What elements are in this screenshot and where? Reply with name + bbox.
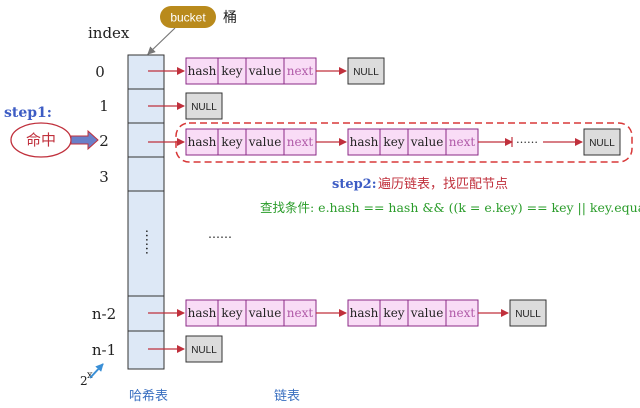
node-field-hash: hash	[188, 135, 217, 149]
power-arrow	[89, 363, 104, 379]
row-label: n-1	[92, 341, 116, 359]
hit-arrow	[70, 129, 99, 151]
node-field-hash: hash	[188, 64, 217, 78]
node-field-hash: hash	[350, 306, 379, 320]
node-field-value: value	[248, 135, 282, 149]
step2-label: step2:	[332, 177, 377, 192]
index-header: index	[88, 24, 130, 42]
list-node	[185, 299, 317, 327]
bucket-badge-label: bucket	[170, 11, 206, 25]
power-base: 2	[80, 374, 88, 388]
row-label: 2	[99, 132, 109, 150]
row-label: 0	[95, 63, 105, 81]
step1-marker: step1: 命中	[4, 105, 99, 158]
node-field-value: value	[248, 64, 282, 78]
node-field-key: key	[221, 306, 242, 320]
row-label: 3	[99, 168, 109, 186]
step2-annotation: step2: 遍历链表，找匹配节点 查找条件: e.hash == hash &…	[260, 176, 640, 215]
row-label: n-2	[92, 305, 116, 323]
step2-text: 遍历链表，找匹配节点	[378, 176, 508, 191]
null-label: NULL	[353, 67, 379, 78]
null-box	[185, 335, 223, 363]
dashed-highlight	[175, 122, 633, 163]
power-annotation: 2 x	[80, 363, 104, 388]
node-field-key: key	[383, 135, 404, 149]
list-node	[347, 299, 479, 327]
null-box	[185, 92, 223, 120]
null-box	[509, 299, 547, 327]
power-exponent: x	[87, 370, 93, 381]
bucket-pointer-arrow	[147, 27, 176, 55]
footer-hashtable: 哈希表	[129, 388, 168, 403]
null-label: NULL	[515, 309, 541, 320]
bucket-badge: bucket 桶	[147, 6, 237, 55]
null-label: NULL	[589, 138, 615, 149]
node-field-value: value	[410, 306, 444, 320]
node-field-value: value	[410, 135, 444, 149]
null-box	[347, 57, 385, 85]
bucket-badge-caption: 桶	[223, 9, 237, 25]
node-field-next: next	[449, 306, 476, 320]
bucket-badge-pill	[160, 6, 216, 28]
condition-text: 查找条件: e.hash == hash && ((k = e.key) == …	[260, 200, 640, 215]
chain-dots: ……	[516, 133, 538, 146]
node-field-hash: hash	[188, 306, 217, 320]
node-field-next: next	[287, 64, 314, 78]
array-vertical-dots: ……	[142, 229, 157, 255]
node-field-next: next	[449, 135, 476, 149]
list-node	[347, 128, 479, 156]
list-node	[185, 128, 317, 156]
node-field-key: key	[221, 135, 242, 149]
node-field-value: value	[248, 306, 282, 320]
footer-linkedlist: 链表	[274, 388, 300, 403]
node-field-next: next	[287, 135, 314, 149]
node-field-key: key	[383, 306, 404, 320]
node-field-next: next	[287, 306, 314, 320]
null-label: NULL	[191, 345, 217, 356]
row-label: 1	[99, 97, 109, 115]
mid-dots: ……	[208, 227, 232, 241]
row-labels: 0 1 2 3 n-2 n-1	[92, 63, 116, 359]
list-node	[185, 57, 317, 85]
null-box	[583, 128, 621, 156]
node-field-key: key	[221, 64, 242, 78]
array-outline	[127, 54, 165, 370]
hit-label: 命中	[26, 131, 56, 149]
node-field-hash: hash	[350, 135, 379, 149]
null-label: NULL	[191, 102, 217, 113]
hash-table-array: ……	[127, 54, 165, 370]
step1-label: step1:	[4, 105, 52, 121]
